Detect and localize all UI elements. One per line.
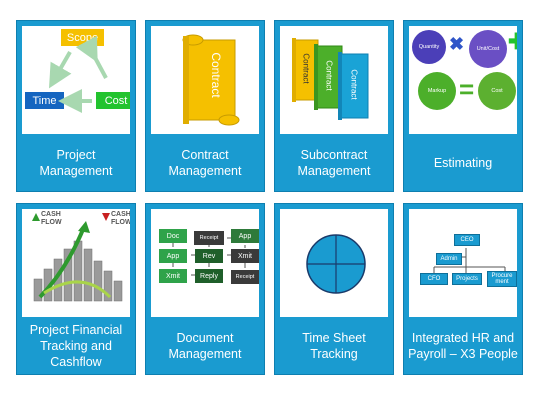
tile-label: Project Financial Tracking and Cashflow bbox=[29, 322, 123, 369]
reply-box: Reply bbox=[195, 269, 223, 283]
tile-subcontract-management[interactable]: Contract Contract Contract Subcontract M… bbox=[274, 20, 394, 192]
doc-box: Doc bbox=[159, 229, 187, 243]
admin-box: Admin bbox=[436, 253, 462, 265]
app-box: App bbox=[159, 249, 187, 263]
quantity-circle: Quantity bbox=[412, 30, 446, 64]
markup-circle: Markup bbox=[418, 72, 456, 110]
tile-document-management[interactable]: Doc Receipt App App Rev Xmit Xmit Reply … bbox=[145, 203, 265, 375]
subcontract-text-3: Contract bbox=[349, 69, 359, 100]
receipt-box: Receipt bbox=[231, 270, 259, 284]
tile-label: Estimating bbox=[433, 155, 493, 170]
tile-integrated-hr-payroll[interactable]: CEO Admin CFO Projects Procure ment Inte… bbox=[403, 203, 523, 375]
procurement-box: Procure ment bbox=[487, 271, 517, 287]
plus-icon: ✚ bbox=[508, 29, 517, 55]
tile-label: Document Management bbox=[168, 330, 242, 361]
unit-cost-circle: Unit/Cost bbox=[469, 30, 507, 68]
subcontract-scrolls-icon: Contract Contract Contract bbox=[280, 26, 388, 134]
tile-label: Project Management bbox=[39, 147, 113, 178]
project-triangle-icon: Scope Time Cost bbox=[22, 26, 130, 134]
tile-label: Contract Management bbox=[168, 147, 242, 178]
timesheet-circle-icon bbox=[280, 209, 388, 317]
rev-box: Rev bbox=[195, 249, 223, 263]
contract-scroll-text: Contract bbox=[209, 52, 223, 98]
contract-scroll-icon: Contract bbox=[151, 26, 259, 134]
subcontract-text-1: Contract bbox=[301, 53, 311, 84]
org-chart-icon: CEO Admin CFO Projects Procure ment bbox=[409, 209, 517, 317]
projects-box: Projects bbox=[452, 273, 482, 285]
cycle-arrows-icon bbox=[49, 35, 108, 113]
cost-circle: Cost bbox=[478, 72, 516, 110]
xmit-box: Xmit bbox=[159, 269, 187, 283]
tile-label: Integrated HR and Payroll – X3 People bbox=[408, 330, 518, 361]
tile-label: Subcontract Management bbox=[297, 147, 371, 178]
estimating-formula-icon: Quantity ✖ Unit/Cost ✚ Markup = Cost bbox=[409, 26, 517, 134]
subcontract-text-2: Contract bbox=[324, 60, 334, 91]
xmit-box: Xmit bbox=[231, 249, 259, 263]
tile-label: Time Sheet Tracking bbox=[302, 330, 366, 361]
cost-box: Cost bbox=[96, 92, 130, 109]
tile-contract-management[interactable]: Contract Contract Management bbox=[145, 20, 265, 192]
document-flow-icon: Doc Receipt App App Rev Xmit Xmit Reply … bbox=[151, 209, 259, 317]
cfo-box: CFO bbox=[420, 273, 448, 285]
tile-estimating[interactable]: Quantity ✖ Unit/Cost ✚ Markup = Cost Est… bbox=[403, 20, 523, 192]
receipt-box: Receipt bbox=[194, 231, 224, 245]
multiply-icon: ✖ bbox=[449, 34, 465, 54]
ceo-box: CEO bbox=[454, 234, 480, 246]
tile-project-management[interactable]: Scope Time Cost Project Management bbox=[16, 20, 136, 192]
tile-time-sheet-tracking[interactable]: Time Sheet Tracking bbox=[274, 203, 394, 375]
time-box: Time bbox=[25, 92, 64, 109]
app-box: App bbox=[231, 229, 259, 243]
equals-icon: = bbox=[459, 74, 475, 104]
